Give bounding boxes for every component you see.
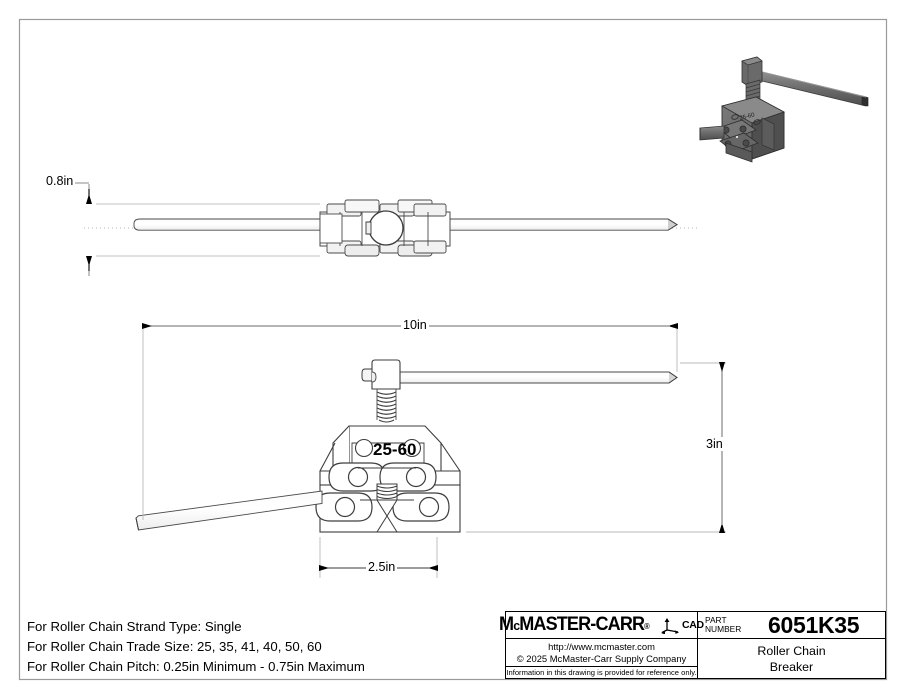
top-body xyxy=(319,199,451,257)
top-right-handle xyxy=(439,218,678,231)
part-number-row: PART NUMBER 6051K35 xyxy=(698,612,885,639)
part-number-label: PART NUMBER xyxy=(705,614,742,634)
front-threaded-shaft xyxy=(376,389,397,423)
reference-note: Information in this drawing is provided … xyxy=(506,668,697,677)
mcmaster-carr-logo: McMASTER-CARR® xyxy=(499,613,650,636)
note-pitch: For Roller Chain Pitch: 0.25in Minimum -… xyxy=(27,659,365,674)
company-info: http://www.mcmaster.com © 2025 McMaster-… xyxy=(506,639,697,667)
front-punch-pin xyxy=(360,483,414,533)
specification-notes: For Roller Chain Strand Type: Single For… xyxy=(27,617,487,677)
note-strand-type: For Roller Chain Strand Type: Single xyxy=(27,619,242,634)
part-marking-label: 25-60 xyxy=(373,440,417,459)
front-screw-head xyxy=(361,359,401,390)
brand-row: McMASTER-CARR® CAD xyxy=(499,612,704,639)
iso-base xyxy=(725,142,753,163)
dimension-label-0-8in: 0.8in xyxy=(44,174,76,188)
title-block-right: PART NUMBER 6051K35 Roller Chain Breaker xyxy=(698,612,885,678)
cad-label: CAD xyxy=(681,619,704,631)
note-trade-size: For Roller Chain Trade Size: 25, 35, 41,… xyxy=(27,639,322,654)
top-left-handle xyxy=(133,218,331,231)
title-block: McMASTER-CARR® CAD http://www.mcmaster.c… xyxy=(499,611,886,679)
title-block-left: McMASTER-CARR® CAD http://www.mcmaster.c… xyxy=(499,612,704,678)
dimension-label-10in: 10in xyxy=(401,318,429,332)
front-view xyxy=(135,323,726,578)
registered-mark-icon: ® xyxy=(644,621,650,631)
company-url[interactable]: http://www.mcmaster.com xyxy=(548,640,655,652)
front-chain-links xyxy=(315,462,450,533)
dimension-label-3in: 3in xyxy=(704,437,725,451)
brand-m: M xyxy=(499,613,514,635)
dimension-0.8in xyxy=(75,182,320,276)
cad-axis-icon: CAD xyxy=(660,616,704,634)
dimension-3in xyxy=(466,362,726,533)
front-lower-handle xyxy=(135,490,323,531)
iso-lower-handle xyxy=(699,125,725,141)
sheet-border xyxy=(18,18,888,681)
isometric-view: 25-60 xyxy=(699,56,869,163)
description-line-2: Breaker xyxy=(769,659,814,674)
copyright-text: © 2025 McMaster-Carr Supply Company xyxy=(516,652,687,664)
description-line-1: Roller Chain xyxy=(757,643,826,658)
front-upper-handle xyxy=(399,371,678,384)
part-description: Roller Chain Breaker xyxy=(698,639,885,678)
brand-rest: MASTER-CARR xyxy=(519,613,645,635)
coordinate-axes-icon xyxy=(660,618,679,634)
brand-c: c xyxy=(513,617,520,633)
part-number-value: 6051K35 xyxy=(768,611,860,638)
svg-text:25-60: 25-60 xyxy=(739,112,756,122)
top-view xyxy=(75,182,700,276)
iso-upper-handle xyxy=(761,71,869,107)
iso-screw-head xyxy=(741,56,763,87)
dimension-label-2-5in: 2.5in xyxy=(366,560,398,574)
